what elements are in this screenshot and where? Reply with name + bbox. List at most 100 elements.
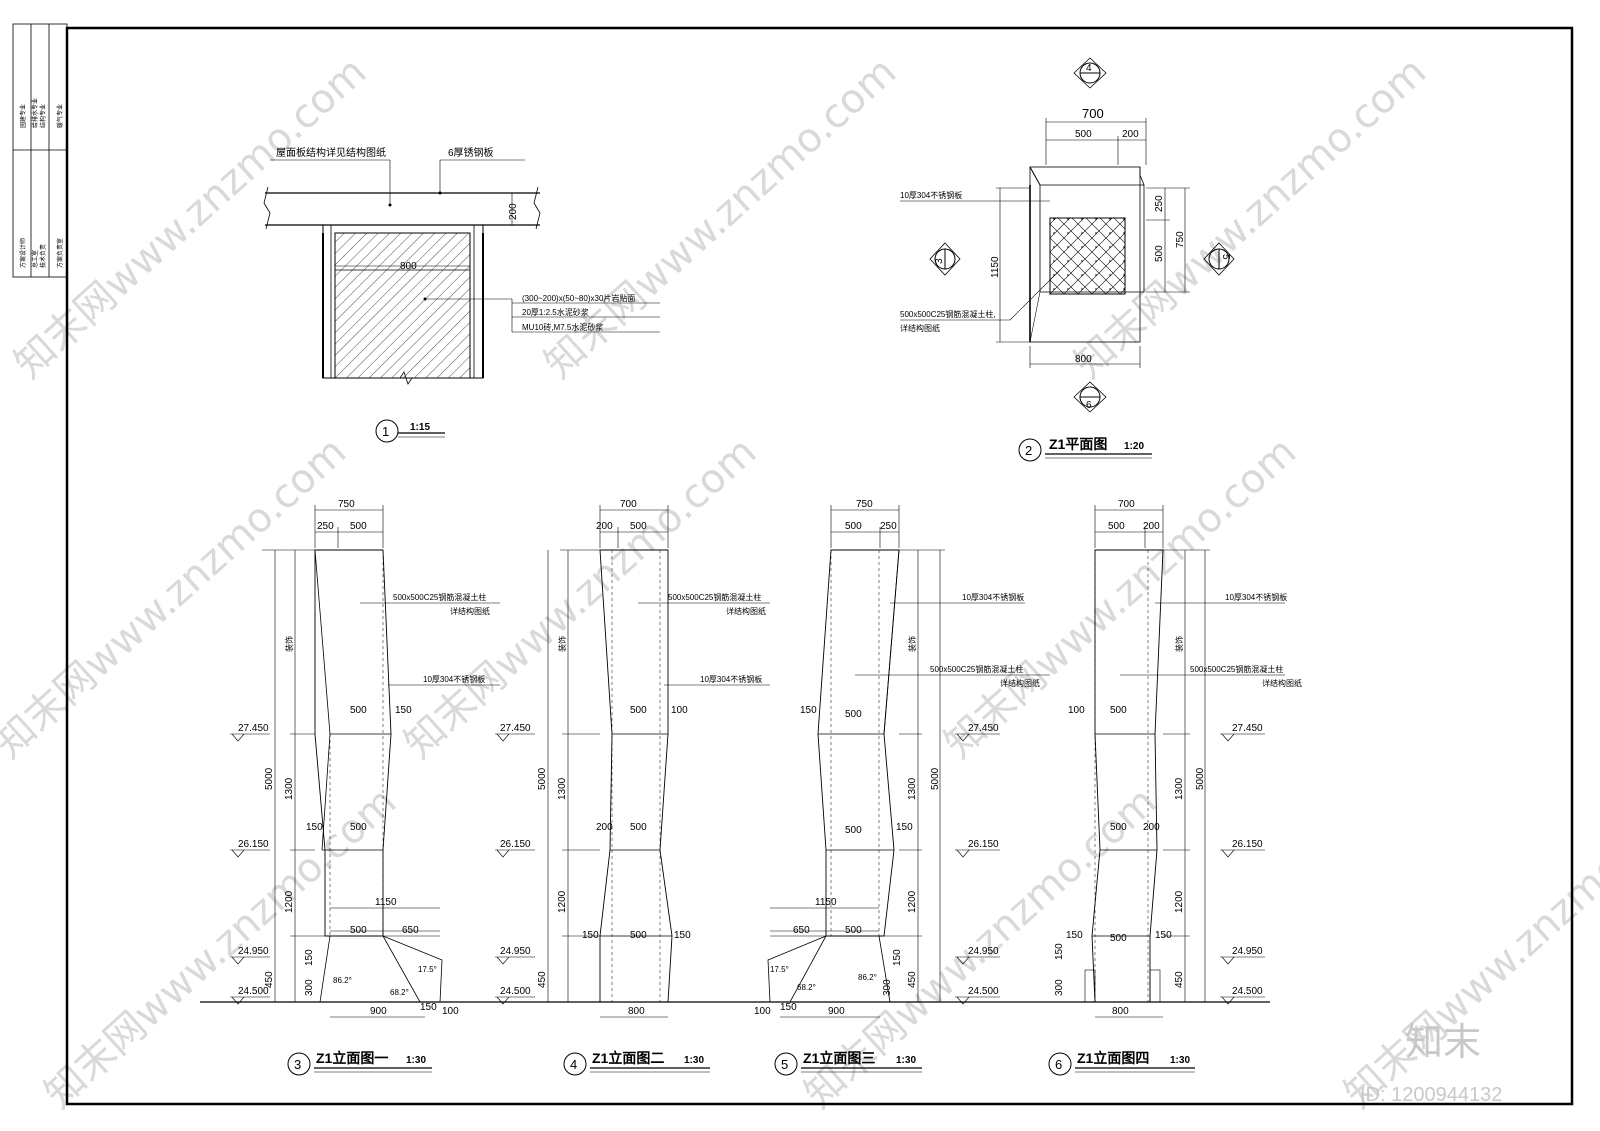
svg-text:250: 250 [880, 521, 897, 532]
d1-note-roof: 屋面板结构详见结构图纸 [276, 146, 386, 159]
elevation-1-labels: 750 250 500 500 150 150 500 1150 500 650… [264, 499, 490, 1017]
svg-text:4: 4 [570, 1057, 577, 1072]
svg-text:150: 150 [674, 930, 691, 941]
svg-text:900: 900 [370, 1006, 387, 1017]
svg-text:24.500: 24.500 [238, 986, 269, 997]
svg-text:150: 150 [582, 930, 599, 941]
svg-text:10厚304不锈钢板: 10厚304不锈钢板 [700, 674, 762, 684]
id-watermark: ID: 1200944132 [1360, 1084, 1502, 1106]
svg-text:300: 300 [304, 979, 315, 996]
d2-dim-700: 700 [1082, 106, 1104, 121]
svg-text:86.2°: 86.2° [333, 976, 352, 985]
level-left-2: 26.150 [230, 839, 270, 858]
level-left-1: 27.450 [230, 723, 270, 742]
svg-text:详结构图纸: 详结构图纸 [1262, 678, 1302, 688]
svg-text:150: 150 [306, 822, 323, 833]
d1-number: 1 [382, 424, 389, 439]
svg-text:300: 300 [882, 979, 893, 996]
level-e2-4: 24.500 [495, 986, 535, 1005]
svg-text:5000: 5000 [1195, 767, 1206, 790]
d1-dim-800: 800 [400, 261, 417, 272]
d2-scale: 1:20 [1124, 441, 1144, 452]
svg-text:86.2°: 86.2° [858, 973, 877, 982]
svg-text:17.5°: 17.5° [770, 965, 789, 974]
svg-text:5: 5 [1220, 254, 1231, 260]
svg-text:Z1立面图四: Z1立面图四 [1077, 1050, 1149, 1066]
svg-text:500: 500 [350, 925, 367, 936]
svg-text:500: 500 [1110, 933, 1127, 944]
detail-1-annotations: 屋面板结构详见结构图纸 6厚锈钢板 200 800 (300~200)x(50~… [276, 146, 635, 443]
svg-text:500: 500 [1108, 521, 1125, 532]
svg-text:800: 800 [628, 1006, 645, 1017]
svg-text:500: 500 [1110, 705, 1127, 716]
d2-note-col2: 详结构图纸 [900, 323, 940, 333]
svg-text:800: 800 [1112, 1006, 1129, 1017]
svg-text:500x500C25钢筋混凝土柱: 500x500C25钢筋混凝土柱 [393, 592, 486, 602]
d1-layer-2: 20厚1:2.5水泥砂浆 [522, 307, 589, 317]
svg-text:500: 500 [350, 705, 367, 716]
tb-top-3: 结构专业 [39, 104, 47, 128]
svg-text:5000: 5000 [537, 767, 548, 790]
svg-text:700: 700 [620, 499, 637, 510]
svg-text:1300: 1300 [284, 777, 295, 800]
svg-text:1:30: 1:30 [896, 1055, 916, 1066]
detail-2-annotations: 700 500 200 1150 250 500 750 800 10厚304不… [900, 57, 1235, 462]
level-e2-1: 27.450 [495, 723, 535, 742]
tb-top-2: 给排水专业 [31, 98, 39, 128]
svg-text:500: 500 [630, 930, 647, 941]
section-marker-right: 5 [1203, 242, 1235, 276]
svg-text:150: 150 [395, 705, 412, 716]
svg-text:1150: 1150 [375, 897, 397, 908]
svg-text:450: 450 [264, 971, 275, 988]
level-e4-2: 26.150 [1220, 839, 1265, 858]
svg-text:1200: 1200 [1174, 890, 1185, 913]
svg-text:200: 200 [596, 822, 613, 833]
tb-bottom-2: 总工室 [31, 250, 39, 268]
svg-text:500: 500 [630, 822, 647, 833]
elevation-4 [1084, 505, 1285, 1018]
svg-text:26.150: 26.150 [968, 839, 999, 850]
svg-text:24.950: 24.950 [1232, 946, 1263, 957]
svg-text:1200: 1200 [284, 890, 295, 913]
svg-text:150: 150 [892, 949, 903, 966]
title-block [12, 23, 68, 278]
d2-number: 2 [1025, 443, 1032, 458]
svg-text:1200: 1200 [557, 890, 568, 913]
svg-text:6: 6 [1055, 1057, 1062, 1072]
sheet-border [65, 26, 1574, 1106]
level-e2-2: 26.150 [495, 839, 535, 858]
svg-text:1:30: 1:30 [1170, 1055, 1190, 1066]
d1-note-plate: 6厚锈钢板 [448, 146, 494, 159]
svg-text:5000: 5000 [930, 767, 941, 790]
elevation-1 [262, 505, 500, 1018]
svg-text:150: 150 [1054, 943, 1065, 960]
svg-text:Z1立面图二: Z1立面图二 [592, 1050, 664, 1066]
title-elevation-1: 3 Z1立面图一 1:30 [287, 1050, 432, 1076]
svg-text:500: 500 [845, 521, 862, 532]
d2-dim-500v: 500 [1154, 245, 1165, 262]
svg-text:450: 450 [1174, 971, 1185, 988]
svg-text:250: 250 [317, 521, 334, 532]
title-elevation-3: 5 Z1立面图三 1:30 [774, 1050, 922, 1076]
level-left-4: 24.500 [230, 986, 270, 1005]
svg-text:650: 650 [793, 925, 810, 936]
level-e2-3: 24.950 [495, 946, 535, 965]
svg-text:750: 750 [856, 499, 873, 510]
svg-text:100: 100 [1068, 705, 1085, 716]
watermark-text-2: 知末网www.znzmo.com [536, 49, 905, 388]
level-e4-3: 24.950 [1220, 946, 1265, 965]
svg-text:200: 200 [596, 521, 613, 532]
watermark-text-1: 知末网www.znzmo.com [6, 49, 375, 388]
svg-text:500: 500 [845, 709, 862, 720]
svg-text:24.950: 24.950 [238, 946, 269, 957]
svg-text:3: 3 [294, 1057, 301, 1072]
d2-number-circle [1018, 438, 1042, 462]
d2-dim-200: 200 [1122, 129, 1139, 140]
level-e3-2: 26.150 [955, 839, 1000, 858]
d2-dim-750: 750 [1175, 231, 1186, 248]
svg-text:500x500C25钢筋混凝土柱: 500x500C25钢筋混凝土柱 [1190, 664, 1283, 674]
level-e3-4: 24.500 [955, 986, 1000, 1005]
elevation-3 [767, 505, 1050, 1018]
svg-text:650: 650 [402, 925, 419, 936]
svg-text:150: 150 [800, 705, 817, 716]
